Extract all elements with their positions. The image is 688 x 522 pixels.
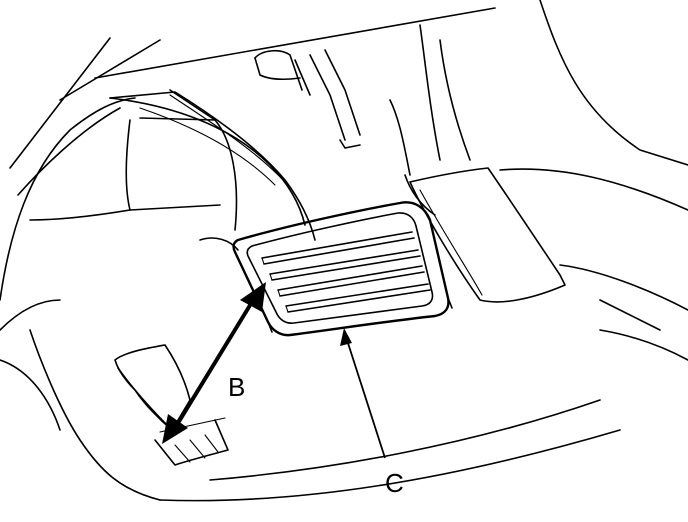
- accelerator-pedal: [404, 167, 566, 303]
- dimension-arrow-b: [162, 282, 266, 444]
- callout-label-c: C: [385, 468, 404, 498]
- callout-label-b: B: [228, 372, 245, 402]
- floor-pedal: [114, 344, 229, 466]
- cabin-structure: [0, 0, 688, 502]
- leader-arrow-c: [340, 328, 386, 459]
- brake-pedal-pad: [232, 201, 453, 337]
